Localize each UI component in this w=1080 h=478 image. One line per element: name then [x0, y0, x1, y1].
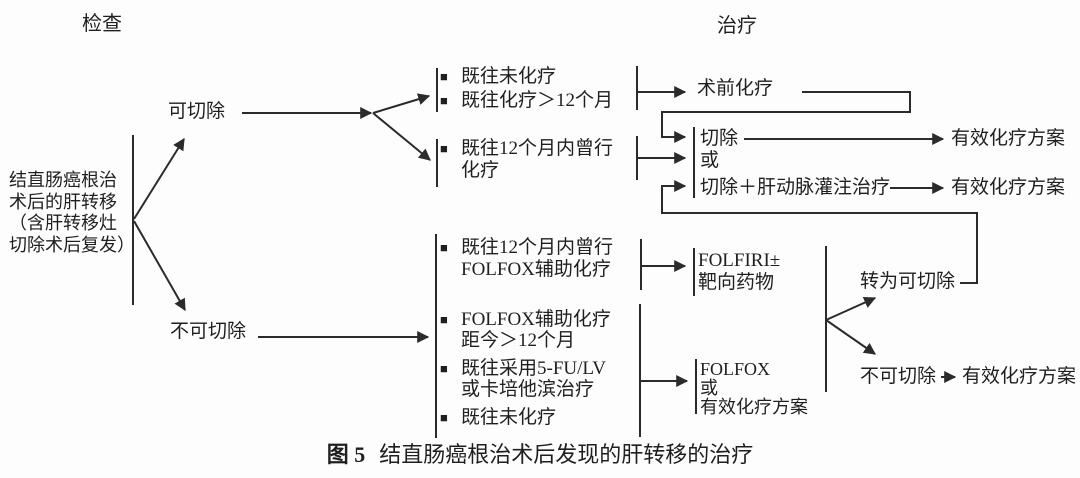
square-bullet-icon: ■ [440, 93, 448, 108]
treatment-effective-chemo-bottom: 有效化疗方案 [962, 366, 1077, 387]
treatment-folfox-line: 有效化疗方案 [700, 397, 808, 417]
treatment-folfiri-block: FOLFIRI± 靶向药物 [698, 250, 780, 294]
criteria-line: 距今＞12个月 [461, 330, 576, 351]
criteria-item: ■ 既往12个月内曾行 化疗 [440, 138, 613, 182]
root-node-line: （含肝转移灶 [9, 213, 117, 233]
root-node: 结直肠癌根治 术后的肝转移 （含肝转移灶 切除术后复发） [9, 170, 135, 256]
criteria-line: 既往化疗＞12个月 [461, 90, 614, 111]
treatment-effective-chemo-mid: 有效化疗方案 [951, 177, 1066, 198]
criteria-line: 既往12个月内曾行 [461, 138, 614, 159]
treatment-folfox-block: FOLFOX 或 有效化疗方案 [700, 360, 808, 417]
criteria-line: 或卡培他滨治疗 [461, 379, 595, 400]
treatment-folfox-line: 或 [700, 378, 718, 398]
outcome-still-unresectable: 不可切除 [860, 366, 937, 387]
treatment-resection: 切除 [700, 128, 739, 149]
square-bullet-icon: ■ [440, 141, 448, 156]
criteria-line: 既往未化疗 [461, 407, 557, 428]
elbow-preop-to-resection [661, 91, 911, 143]
column-header-treatment: 治疗 [717, 15, 757, 37]
arrow-branch-to-converted [825, 296, 877, 321]
column-header-exam: 检查 [82, 13, 122, 35]
criteria-line: 既往未化疗 [461, 66, 557, 87]
criteria-group-a: ■ 既往未化疗 ■ 既往化疗＞12个月 [440, 66, 613, 114]
criteria-item: ■ 既往未化疗 [440, 407, 611, 429]
figure-caption-number: 图 5 [326, 442, 366, 467]
criteria-item: ■ 既往未化疗 [440, 66, 613, 88]
treatment-folfox-line: FOLFOX [700, 359, 771, 379]
elbow-converted-to-resection [661, 180, 978, 284]
root-node-line: 切除术后复发） [9, 234, 135, 255]
criteria-item: ■ FOLFOX辅助化疗 距今＞12个月 [440, 309, 611, 351]
figure-caption: 图 5 结直肠癌根治术后发现的肝转移的治疗 [0, 442, 1080, 468]
treatment-preop-chemo: 术前化疗 [697, 78, 774, 99]
branch-label-unresectable: 不可切除 [170, 321, 247, 342]
arrow-branch-to-unresectable [825, 319, 876, 355]
root-node-line: 结直肠癌根治 [9, 170, 117, 190]
criteria-item: ■ 既往12个月内曾行 FOLFOX辅助化疗 [440, 237, 613, 281]
criteria-line: 既往12个月内曾行 [461, 237, 614, 258]
arrow-split-to-group-b [372, 112, 431, 161]
arrow-root-to-resectable [133, 137, 185, 220]
square-bullet-icon: ■ [440, 410, 448, 425]
criteria-line: FOLFOX辅助化疗 [461, 259, 611, 280]
branch-label-resectable: 可切除 [168, 101, 226, 122]
criteria-item: ■ 既往化疗＞12个月 [440, 90, 613, 112]
arrow-split-to-group-a [372, 93, 431, 114]
criteria-line: 化疗 [461, 160, 500, 181]
criteria-line: 既往采用5-FU/LV [461, 358, 606, 379]
square-bullet-icon: ■ [440, 361, 448, 376]
square-bullet-icon: ■ [440, 312, 448, 327]
outcome-converted-resectable: 转为可切除 [860, 271, 956, 292]
arrow-root-to-unresectable [133, 220, 186, 312]
treatment-effective-chemo-top: 有效化疗方案 [951, 128, 1066, 149]
square-bullet-icon: ■ [440, 69, 448, 84]
square-bullet-icon: ■ [440, 240, 448, 255]
treatment-or-label: 或 [700, 150, 720, 171]
criteria-item: ■ 既往采用5-FU/LV 或卡培他滨治疗 [440, 358, 611, 400]
treatment-resection-haic: 切除＋肝动脉灌注治疗 [700, 177, 891, 198]
treatment-folfiri-line: FOLFIRI± [698, 250, 781, 271]
criteria-group-b: ■ 既往12个月内曾行 化疗 [440, 138, 613, 184]
criteria-group-d: ■ FOLFOX辅助化疗 距今＞12个月 ■ 既往采用5-FU/LV 或卡培他滨… [440, 309, 611, 436]
treatment-folfiri-line: 靶向药物 [698, 272, 775, 293]
figure-caption-title: 结直肠癌根治术后发现的肝转移的治疗 [379, 442, 754, 467]
criteria-group-c: ■ 既往12个月内曾行 FOLFOX辅助化疗 [440, 237, 613, 283]
root-node-line: 术后的肝转移 [9, 191, 117, 212]
criteria-line: FOLFOX辅助化疗 [461, 309, 611, 330]
